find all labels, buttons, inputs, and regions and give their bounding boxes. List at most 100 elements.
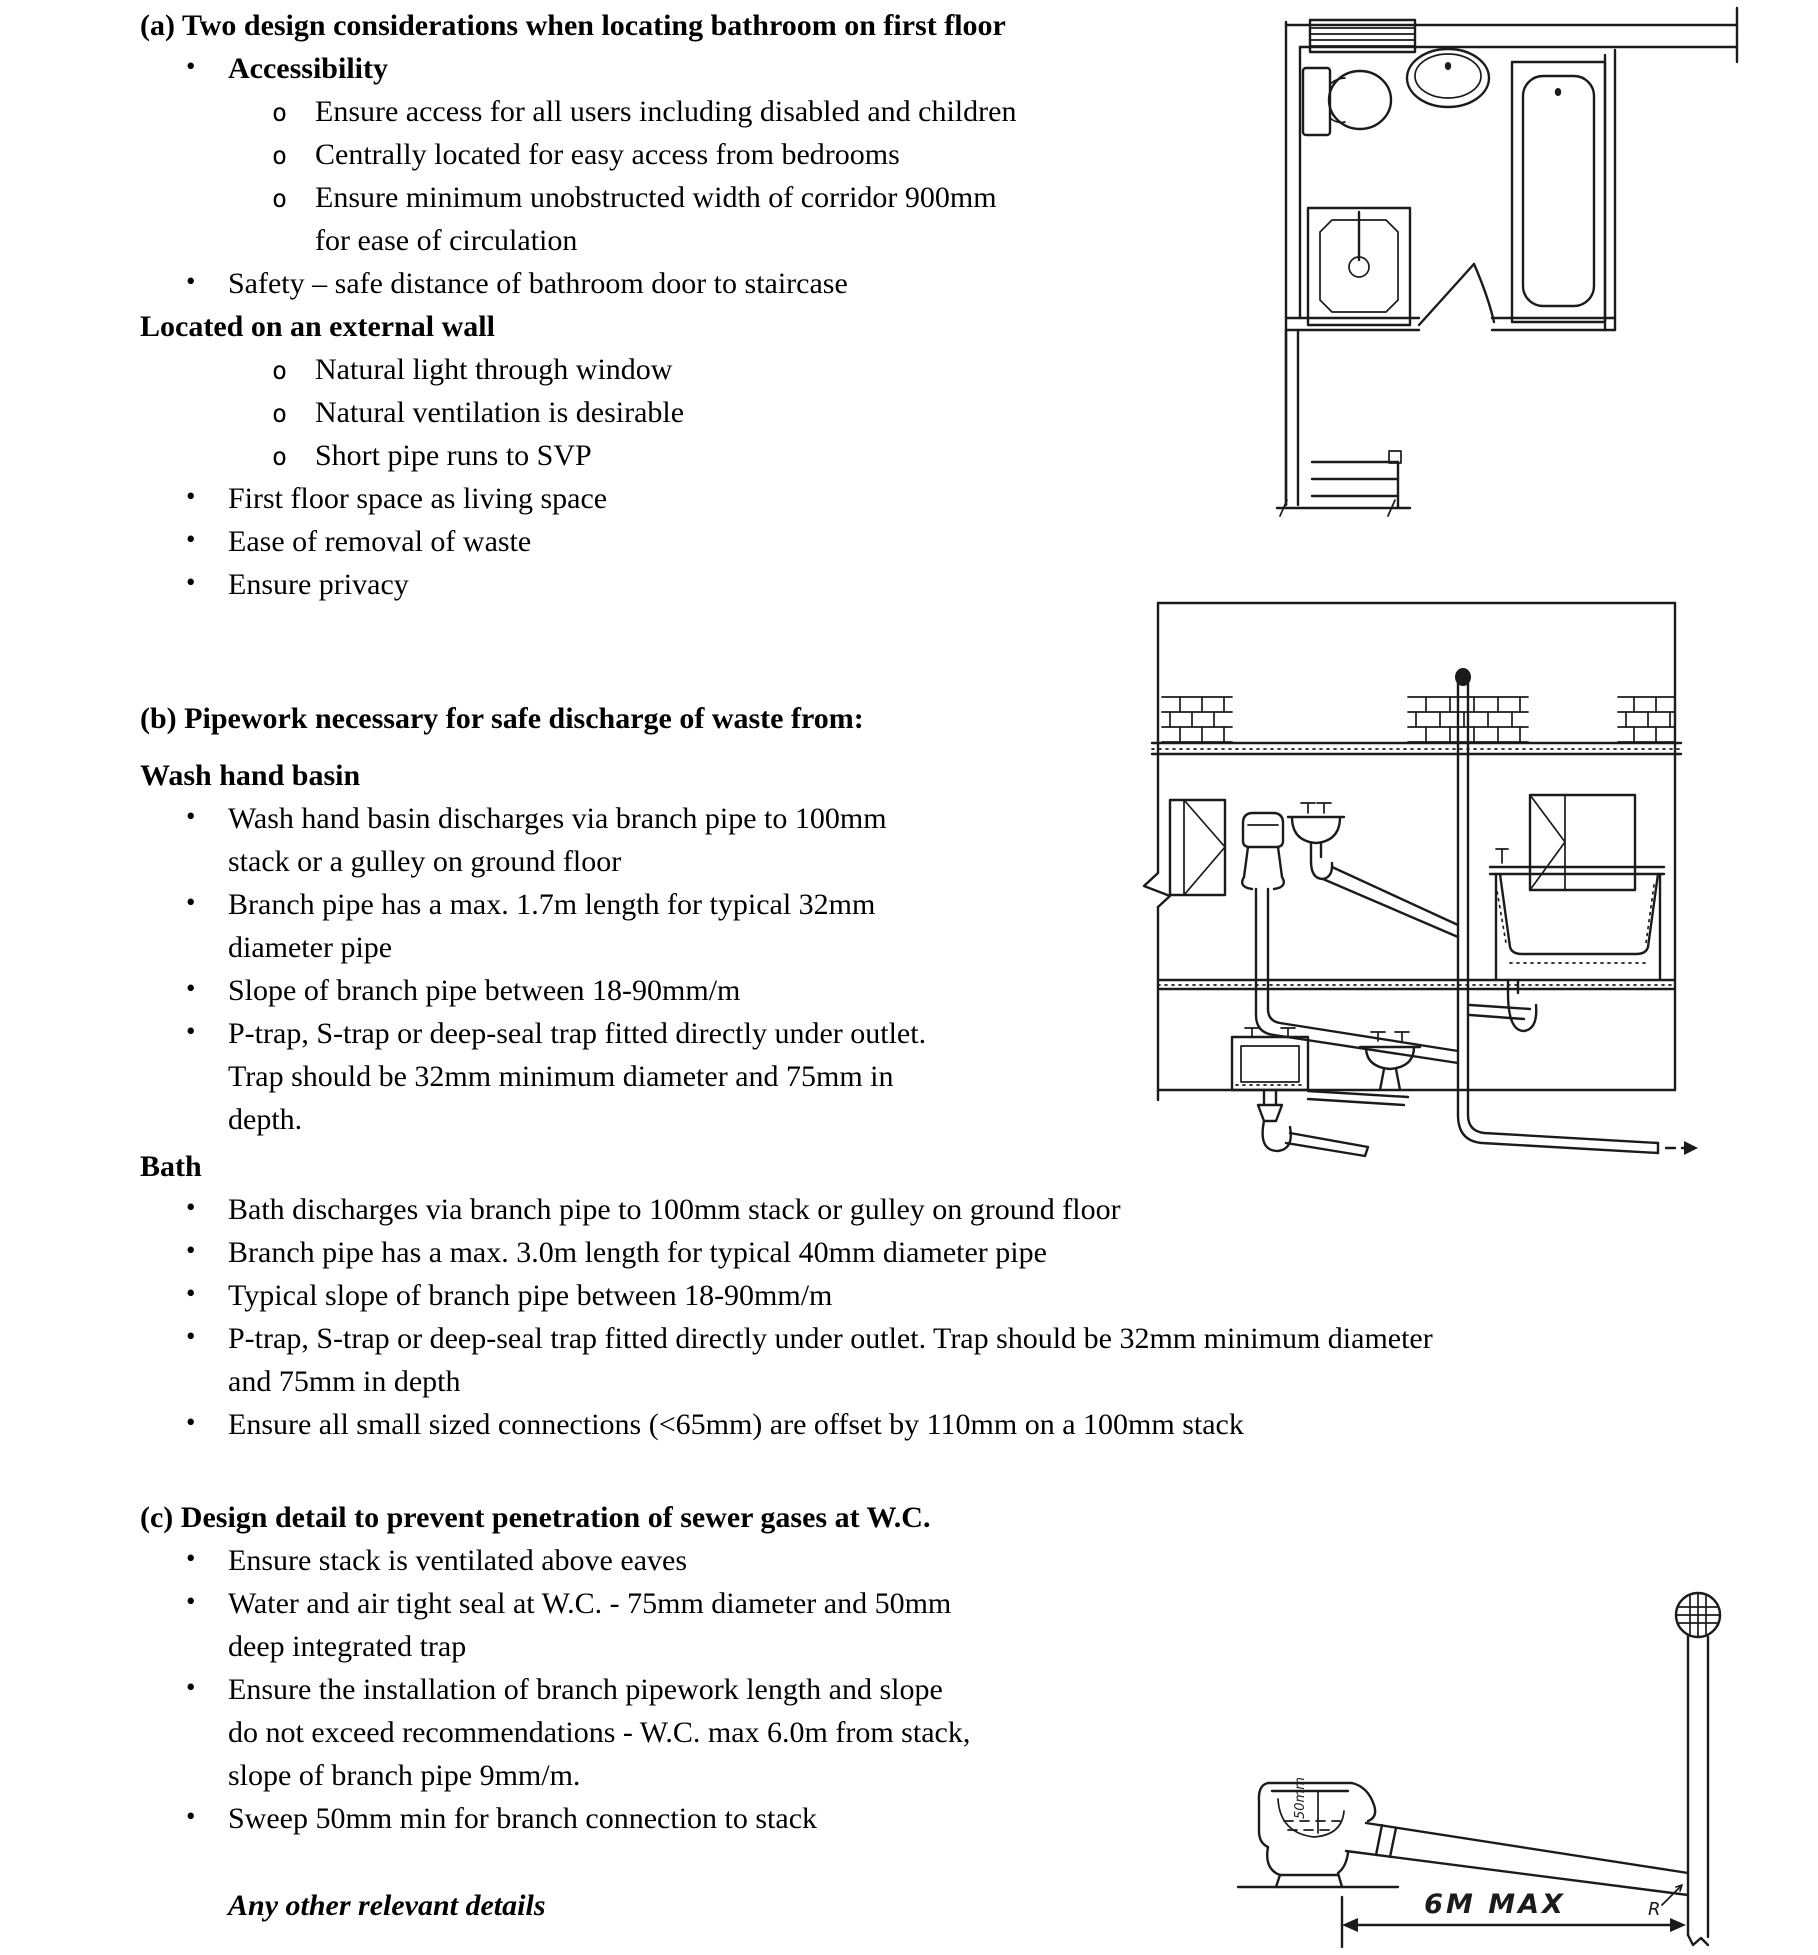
cs-bath: [1470, 849, 1664, 1031]
plan-top-wall: [1286, 25, 1737, 47]
list-item-text: Ensure access for all users including di…: [315, 95, 1017, 128]
floor-plan-drawing: [1225, 0, 1805, 522]
cs-left-window: [1170, 800, 1225, 895]
list-item: o Ensure minimum unobstructed width of c…: [140, 176, 1040, 262]
cs-bricks-right: [1618, 697, 1675, 742]
cs-right-window: [1530, 795, 1635, 890]
list-item-text: Wash hand basin discharges via branch pi…: [228, 802, 887, 878]
list-item: o Ensure access for all users including …: [140, 90, 1040, 133]
plan-shower-tray: [1308, 208, 1410, 325]
bullet-marker: •: [186, 973, 196, 1003]
section-c-heading: (c) Design detail to prevent penetration…: [140, 1501, 931, 1534]
plan-right-wall: [1605, 50, 1615, 330]
bullet-marker: o: [272, 356, 288, 385]
cs-drain: [1458, 1115, 1698, 1155]
list-item-text: Ensure stack is ventilated above eaves: [228, 1544, 687, 1577]
bullet-marker: •: [186, 801, 196, 831]
wc-stack-drawing: 50mm R 6M MAX: [1230, 1585, 1792, 1955]
section-a-heading: (a) Two design considerations when locat…: [140, 9, 1006, 42]
list-item-text: Branch pipe has a max. 3.0m length for t…: [228, 1236, 1047, 1269]
wcs-wc-pan: [1238, 1783, 1398, 1887]
plan-lower-wall: [1286, 330, 1298, 505]
list-item-text: Branch pipe has a max. 1.7m length for t…: [228, 888, 876, 964]
subheading-external-wall: Located on an external wall: [140, 310, 495, 343]
list-item: • Ensure privacy: [140, 563, 1230, 606]
section-b-heading: (b) Pipework necessary for safe discharg…: [140, 702, 864, 735]
cs-pedestal-basin: [1360, 1032, 1420, 1090]
list-item-text: Ensure minimum unobstructed width of cor…: [315, 181, 997, 257]
section-b: (b) Pipework necessary for safe discharg…: [140, 697, 1460, 1446]
list-item: • Typical slope of branch pipe between 1…: [140, 1274, 1460, 1317]
bullet-marker: •: [186, 266, 196, 296]
list-item-text: Ensure all small sized connections (<65m…: [228, 1408, 1244, 1441]
cs-wall-break: [1144, 873, 1170, 907]
section-a: (a) Two design considerations when locat…: [140, 4, 1230, 606]
list-item-text: Accessibility: [228, 52, 388, 85]
list-item-text: Typical slope of branch pipe between 18-…: [228, 1279, 833, 1312]
bullet-marker: •: [186, 481, 196, 511]
wcs-dimension-label: 6M MAX: [1424, 1889, 1566, 1920]
subheading-wash-hand-basin: Wash hand basin: [140, 759, 361, 792]
list-item-text: Sweep 50mm min for branch connection to …: [228, 1802, 818, 1835]
list-item: • P-trap, S-trap or deep-seal trap fitte…: [140, 1317, 1460, 1403]
wcs-vent-cowl: [1676, 1593, 1720, 1637]
list-item: • Branch pipe has a max. 1.7m length for…: [140, 883, 950, 969]
list-item-text: Short pipe runs to SVP: [315, 439, 592, 472]
bullet-marker: •: [186, 1192, 196, 1222]
list-item: o Centrally located for easy access from…: [140, 133, 1040, 176]
section-c: (c) Design detail to prevent penetration…: [140, 1496, 1140, 1840]
bullet-marker: •: [186, 1543, 196, 1573]
plan-bath: [1512, 62, 1605, 322]
list-item: • Safety – safe distance of bathroom doo…: [140, 262, 1230, 305]
wcs-branch-pipe: [1346, 1823, 1688, 1895]
list-item-text: Centrally located for easy access from b…: [315, 138, 900, 171]
plan-staircase: [1277, 451, 1410, 516]
list-item-text: Natural light through window: [315, 353, 673, 386]
list-item-text: Ease of removal of waste: [228, 525, 532, 558]
list-item: • Ensure the installation of branch pipe…: [140, 1668, 980, 1797]
cs-wc: [1242, 813, 1458, 1063]
list-item: • Wash hand basin discharges via branch …: [140, 797, 950, 883]
cs-flow-arrow: [1684, 1141, 1698, 1155]
list-item: o Short pipe runs to SVP: [140, 434, 1230, 477]
list-item: o Natural light through window: [140, 348, 1230, 391]
wcs-seal-depth: 50mm: [1293, 1777, 1318, 1833]
list-item: • First floor space as living space: [140, 477, 1230, 520]
bullet-marker: o: [272, 442, 288, 471]
wcs-seal-depth-label: 50mm: [1293, 1777, 1308, 1819]
list-item: • Ensure stack is ventilated above eaves: [140, 1539, 980, 1582]
list-item-text: Bath discharges via branch pipe to 100mm…: [228, 1193, 1121, 1226]
list-item-text: Ensure the installation of branch pipewo…: [228, 1673, 971, 1792]
list-item-text: Slope of branch pipe between 18-90mm/m: [228, 974, 741, 1007]
list-item-text: Ensure privacy: [228, 568, 409, 601]
bullet-marker: •: [186, 524, 196, 554]
list-item-text: First floor space as living space: [228, 482, 608, 515]
plan-basin: [1407, 49, 1489, 107]
cs-eaves: [1152, 743, 1681, 754]
list-item-text: Natural ventilation is desirable: [315, 396, 685, 429]
list-item: • Ease of removal of waste: [140, 520, 1230, 563]
bullet-marker: o: [272, 141, 288, 170]
bullet-marker: •: [186, 1321, 196, 1351]
list-item: • Water and air tight seal at W.C. - 75m…: [140, 1582, 980, 1668]
list-item-text: P-trap, S-trap or deep-seal trap fitted …: [228, 1017, 927, 1136]
footer-note: Any other relevant details: [228, 1889, 546, 1922]
list-item: • P-trap, S-trap or deep-seal trap fitte…: [140, 1012, 950, 1141]
wcs-sweep-label: R: [1648, 1899, 1661, 1920]
bullet-marker: •: [186, 1016, 196, 1046]
bullet-marker: o: [272, 399, 288, 428]
list-item-text: Water and air tight seal at W.C. - 75mm …: [228, 1587, 952, 1663]
cs-bricks-left: [1162, 697, 1232, 742]
plan-toilet: [1303, 68, 1391, 135]
pipework-cross-section-diagram: [1140, 585, 1702, 1163]
cross-section-drawing: [1140, 585, 1698, 1163]
list-item-text: P-trap, S-trap or deep-seal trap fitted …: [228, 1322, 1433, 1398]
bullet-marker: •: [186, 1407, 196, 1437]
wcs-dimension: 6M MAX: [1342, 1889, 1686, 1947]
list-item: • Slope of branch pipe between 18-90mm/m: [140, 969, 950, 1012]
cs-sink: [1232, 1028, 1308, 1090]
bathroom-floor-plan-diagram: [1225, 0, 1805, 522]
list-item: • Branch pipe has a max. 3.0m length for…: [140, 1231, 1460, 1274]
cs-stack-vent: [1455, 668, 1471, 686]
plan-door: [1419, 264, 1494, 325]
